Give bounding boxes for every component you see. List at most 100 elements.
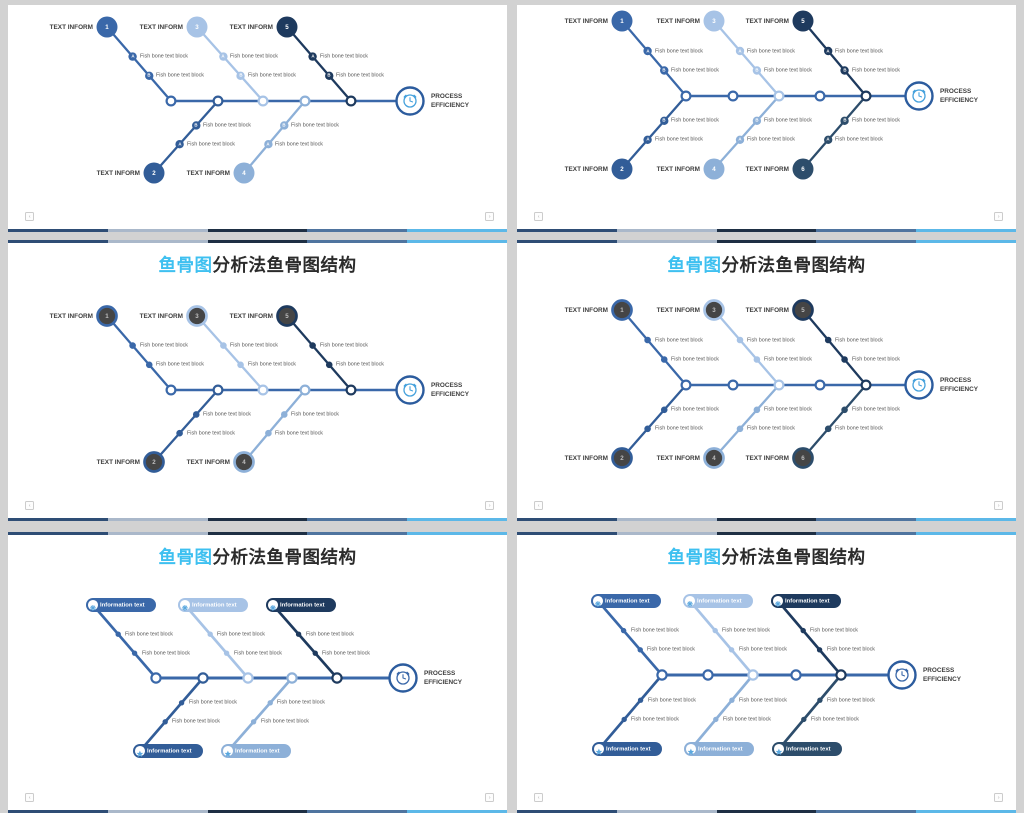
accent-bar-segment [716, 518, 817, 521]
fishbone-sub-node [643, 46, 652, 56]
branch-number: 6 [801, 454, 805, 462]
fishbone-sub-node [752, 116, 762, 126]
gear-icon [687, 601, 693, 608]
junction-node [212, 384, 224, 396]
information-pill-label: Information text [191, 601, 237, 609]
fishbone-text-label: Fish bone text block [835, 47, 884, 54]
alarm-clock-icon [396, 671, 410, 685]
accent-bar-segment [207, 229, 308, 232]
accent-bar-segment [816, 532, 917, 535]
prev-slide-button[interactable]: ‹ [25, 212, 34, 221]
fishbone-sub-node [644, 336, 651, 344]
clock-hands [402, 674, 407, 680]
alarm-clock-icon [403, 383, 417, 397]
next-slide-button[interactable]: › [485, 212, 494, 221]
accent-bar-segment [616, 240, 717, 243]
clock-face [396, 671, 410, 685]
next-slide-button[interactable]: › [485, 501, 494, 510]
branch-label: TEXT INFORM [229, 311, 273, 320]
chevron-right-icon: › [488, 213, 491, 219]
information-pill: Information text [591, 594, 661, 608]
branch-number: 2 [152, 169, 156, 177]
fishbone-diagram [611, 299, 934, 469]
branch-number: 1 [620, 306, 624, 314]
pill-icon-circle [180, 600, 190, 612]
fishbone-sub-node [752, 66, 762, 75]
prev-slide-button[interactable]: ‹ [25, 501, 34, 510]
fishbone-sub-node [753, 356, 761, 363]
branch-number: 4 [242, 169, 246, 177]
accent-bar-segment [407, 229, 507, 232]
information-pill: Information text [86, 598, 156, 612]
fishbone-sub-node [824, 425, 832, 433]
fishbone-text-label: Fish bone text block [277, 699, 326, 706]
slide-title: 鱼骨图分析法鱼骨图结构 [517, 544, 1016, 569]
fishbone-text-label: Fish bone text block [763, 117, 812, 124]
branch-circle [703, 158, 725, 180]
slide-accent-bar-bottom [8, 229, 507, 232]
accent-bar-segment [517, 532, 617, 535]
process-efficiency-line1: PROCESS [923, 666, 955, 674]
prev-slide-button[interactable]: ‹ [534, 793, 543, 802]
fishbone-node-letter: A [646, 137, 650, 143]
chevron-right-icon: › [997, 794, 1000, 800]
fishbone-node-letter: B [662, 67, 666, 73]
branch-label: TEXT INFORM [564, 305, 608, 314]
bone-line [620, 19, 688, 98]
prev-slide-button[interactable]: ‹ [534, 212, 543, 221]
fishbone-node-letter: A [826, 48, 830, 54]
fishbone-text-label: Fish bone text block [230, 53, 279, 60]
fishbone-sub-node [660, 356, 668, 363]
fishbone-text-label: Fish bone text block [810, 627, 859, 634]
clock-bells [895, 668, 909, 672]
fishbone-text-label: Fish bone text block [647, 646, 696, 653]
fishbone-text-label: Fish bone text block [835, 425, 884, 432]
branch-circle [792, 158, 814, 180]
chevron-left-icon: ‹ [537, 794, 540, 800]
next-slide-button[interactable]: › [485, 793, 494, 802]
branch-label: TEXT INFORM [139, 311, 183, 320]
branch-circle [611, 158, 633, 180]
branch-circle [703, 10, 725, 32]
slide-title: 鱼骨图分析法鱼骨图结构 [8, 252, 507, 277]
slide-accent-bar-bottom [517, 518, 1016, 521]
process-efficiency-line1: PROCESS [940, 376, 972, 384]
fishbone-diagram [611, 10, 934, 180]
fishbone-sub-node [800, 627, 806, 634]
gear-icon [90, 605, 96, 612]
accent-bar-segment [8, 229, 108, 232]
accent-bar-segment [816, 518, 917, 521]
fishbone-text-label: Fish bone text block [305, 630, 354, 637]
junction-node [727, 90, 739, 102]
process-efficiency-line1: PROCESS [431, 92, 463, 100]
information-pill-label: Information text [785, 745, 831, 753]
fishbone-text-label: Fish bone text block [291, 411, 340, 418]
next-slide-button[interactable]: › [994, 501, 1003, 510]
bone-line [596, 599, 664, 677]
next-slide-button[interactable]: › [994, 793, 1003, 802]
branch-number: 2 [620, 165, 624, 173]
chevron-right-icon: › [997, 502, 1000, 508]
fishbone-node-letter: A [221, 53, 225, 59]
bone-line [801, 308, 868, 387]
junction-node [860, 379, 872, 391]
next-slide-button[interactable]: › [994, 212, 1003, 221]
fishbone-text-label: Fish bone text block [738, 696, 787, 703]
prev-slide-button[interactable]: ‹ [25, 793, 34, 802]
fishbone-sub-node [824, 135, 833, 144]
branch-label: TEXT INFORM [229, 22, 273, 31]
prev-slide-button[interactable]: ‹ [534, 501, 543, 510]
junction-node [702, 669, 714, 681]
accent-bar-segment [716, 229, 817, 232]
accent-bar-segment [407, 532, 507, 535]
branch-circle [233, 451, 255, 473]
fishbone-node-letter: B [842, 67, 847, 73]
fishbone-diagram [91, 603, 418, 753]
